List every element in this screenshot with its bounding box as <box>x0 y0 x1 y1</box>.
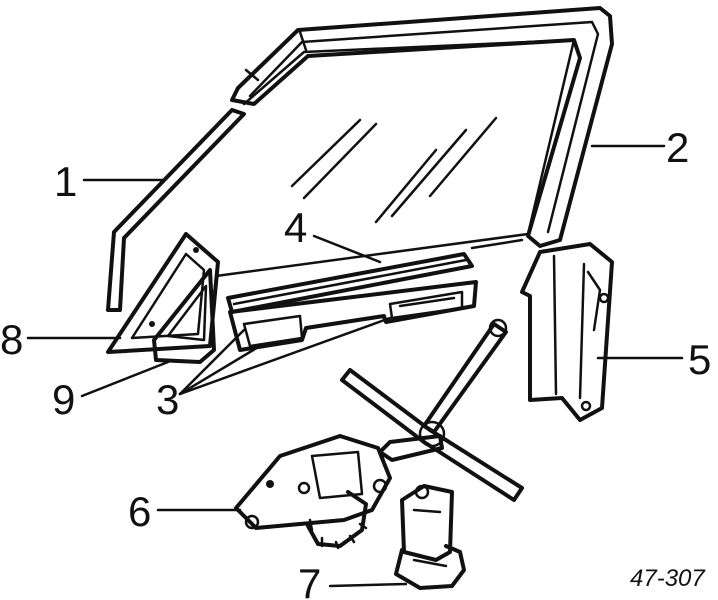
callout-6: 6 <box>128 488 151 535</box>
regulator-arms <box>340 318 524 502</box>
callout-7: 7 <box>298 560 321 600</box>
glass-lift-channel <box>226 252 474 314</box>
callout-2: 2 <box>666 124 689 171</box>
regulator-motor <box>394 484 466 590</box>
callout-3: 3 <box>156 376 179 423</box>
figure-code: 47-307 <box>630 565 706 592</box>
window-run-channel <box>230 6 614 248</box>
rear-guide-bracket <box>520 242 614 422</box>
vent-window-frame <box>106 232 220 354</box>
leader-lines <box>26 144 684 588</box>
regulator-gear-plate <box>234 434 392 550</box>
callout-1: 1 <box>54 158 77 205</box>
callout-8: 8 <box>0 316 23 363</box>
callout-9: 9 <box>52 376 75 423</box>
callout-4: 4 <box>284 204 307 251</box>
callout-5: 5 <box>688 336 711 383</box>
front-glass-run <box>106 108 246 312</box>
vent-glass <box>152 268 216 364</box>
